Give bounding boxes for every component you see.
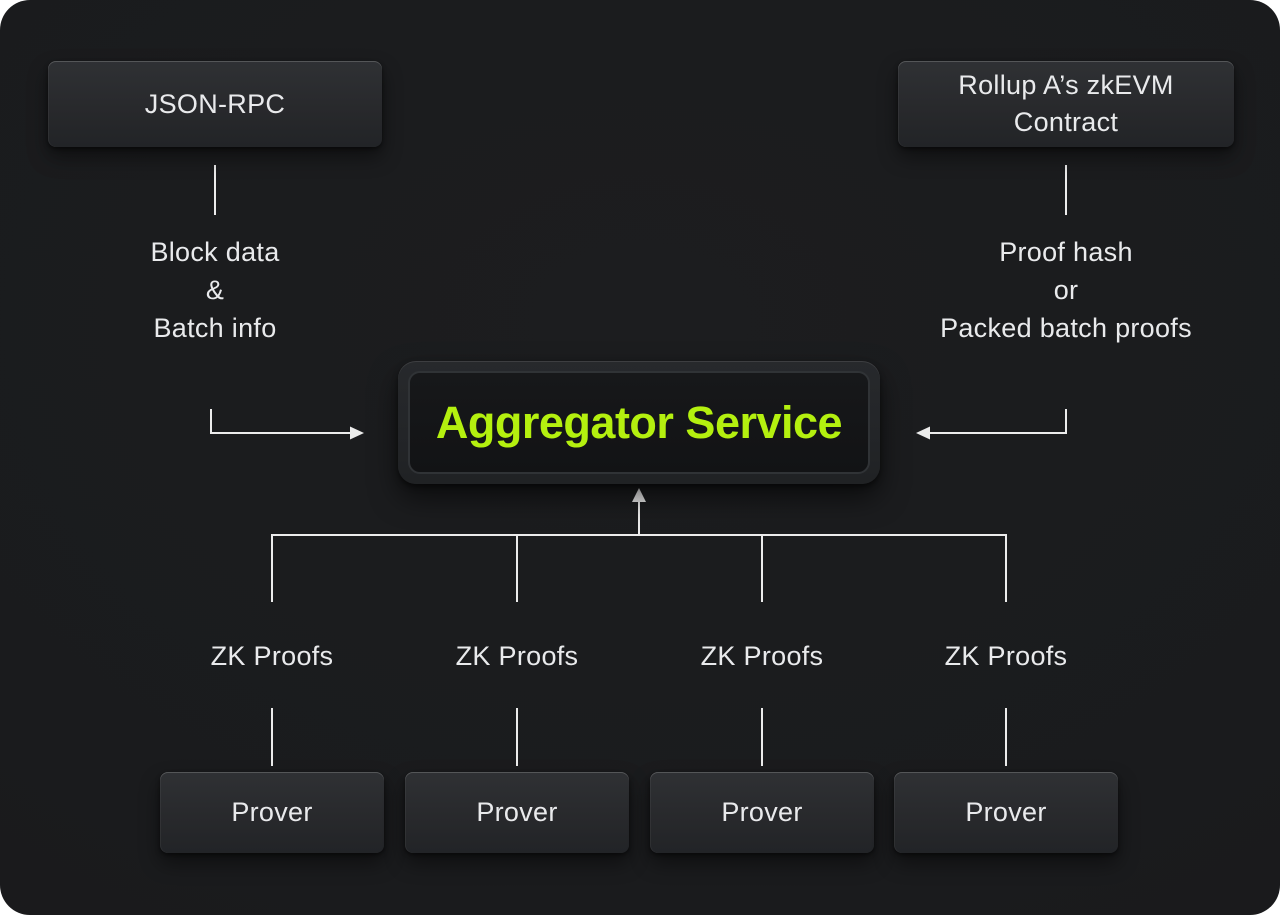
node-prover-2-label: Prover — [476, 797, 558, 827]
connector-bus — [271, 534, 1007, 602]
node-prover-3-label: Prover — [721, 797, 803, 827]
caption-proof-hash: Proof hash or Packed batch proofs — [940, 237, 1192, 343]
node-prover-1-label: Prover — [231, 797, 313, 827]
node-json-rpc: JSON-RPC — [48, 61, 382, 147]
node-rollup-contract-label: Rollup A’s zkEVM Contract — [958, 70, 1174, 137]
node-prover-3: Prover — [650, 772, 874, 853]
node-prover-1: Prover — [160, 772, 384, 853]
node-prover-2: Prover — [405, 772, 629, 853]
node-prover-4: Prover — [894, 772, 1118, 853]
arrowhead-up-icon — [632, 488, 646, 502]
label-zk-proofs-1: ZK Proofs — [210, 641, 334, 671]
node-aggregator-service-panel: Aggregator Service — [408, 371, 870, 474]
node-aggregator-service: Aggregator Service — [398, 361, 880, 484]
label-zk-proofs-2: ZK Proofs — [455, 641, 579, 671]
node-prover-4-label: Prover — [965, 797, 1047, 827]
node-json-rpc-label: JSON-RPC — [144, 88, 286, 119]
label-zk-proofs-3: ZK Proofs — [700, 641, 824, 671]
label-zk-proofs-4: ZK Proofs — [944, 641, 1068, 671]
edge-proofhash-to-aggregator — [930, 409, 1067, 434]
node-rollup-contract: Rollup A’s zkEVM Contract — [898, 61, 1234, 147]
arrowhead-left-icon — [916, 426, 930, 440]
arrowhead-right-icon — [350, 426, 364, 440]
edge-blockdata-to-aggregator — [210, 409, 350, 434]
node-aggregator-service-label: Aggregator Service — [435, 396, 843, 448]
caption-block-data: Block data & Batch info — [150, 237, 280, 343]
